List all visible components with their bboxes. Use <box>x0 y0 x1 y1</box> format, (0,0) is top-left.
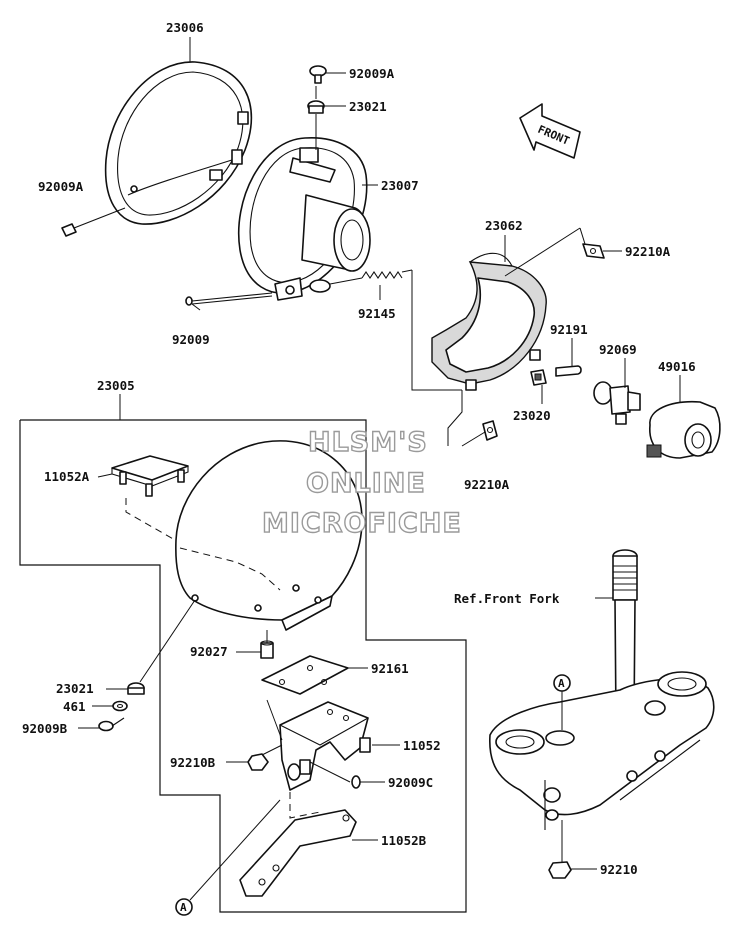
label-92161: 92161 <box>371 661 409 676</box>
label-461: 461 <box>63 699 86 714</box>
label-11052b: 11052B <box>381 833 427 848</box>
washer-92210a-bottom <box>482 420 498 441</box>
watermark-line-2: ONLINE <box>306 468 426 499</box>
watermark: HLSM'S ONLINE MICROFICHE <box>261 426 462 539</box>
front-direction-arrow: FRONT <box>519 103 581 159</box>
bracket-11052b <box>239 809 357 897</box>
nut-23021-top <box>307 100 325 114</box>
label-23006: 23006 <box>166 20 204 35</box>
label-92009a-left: 92009A <box>38 179 84 194</box>
label-23007: 23007 <box>381 178 419 193</box>
label-23020: 23020 <box>513 408 551 423</box>
label-92210b: 92210B <box>170 755 216 770</box>
label-92191: 92191 <box>550 322 588 337</box>
nut-23021-bottom <box>127 682 145 695</box>
label-49016: 49016 <box>658 359 696 374</box>
label-92210a-top: 92210A <box>625 244 671 259</box>
headlight-bracket-23062 <box>431 252 547 391</box>
pin-92191 <box>555 365 582 377</box>
lower-triple-clamp <box>489 671 715 830</box>
marker-a-right-label: A <box>558 677 565 690</box>
label-92069: 92069 <box>599 342 637 357</box>
collar-92027 <box>260 640 274 659</box>
spring-92145 <box>361 271 403 279</box>
label-23021-bottom: 23021 <box>56 681 94 696</box>
label-23021-top: 23021 <box>349 99 387 114</box>
grommet-23020 <box>530 369 547 386</box>
label-92009: 92009 <box>172 332 210 347</box>
label-92210: 92210 <box>600 862 638 877</box>
group-frame-23005 <box>19 394 467 913</box>
boot-49016 <box>646 400 721 459</box>
bulb-92069 <box>593 381 641 425</box>
label-92027: 92027 <box>190 644 228 659</box>
marker-a-left-label: A <box>180 901 187 914</box>
watermark-line-3: MICROFICHE <box>262 508 462 539</box>
watermark-line-1: HLSM'S <box>308 427 428 458</box>
screw-92009c <box>351 775 361 789</box>
nut-92210b <box>247 753 269 771</box>
label-23062: 23062 <box>485 218 523 233</box>
marker-a-left: A <box>175 898 193 916</box>
label-92009b: 92009B <box>22 721 68 736</box>
label-92145: 92145 <box>358 306 396 321</box>
label-23005: 23005 <box>97 378 135 393</box>
label-92009a-top: 92009A <box>349 66 395 81</box>
headlight-cover <box>175 440 363 631</box>
label-11052: 11052 <box>403 738 441 753</box>
screw-92009 <box>185 292 273 306</box>
washer-461 <box>112 700 128 712</box>
headlight-unit <box>238 137 371 301</box>
label-92210a-bottom: 92210A <box>464 477 510 492</box>
bracket-11052 <box>279 701 371 791</box>
headlight-rim <box>104 61 253 225</box>
screw-92009b <box>98 717 125 732</box>
nut-92210 <box>548 861 572 879</box>
screw-92009a-top <box>309 65 327 84</box>
label-11052a: 11052A <box>44 469 90 484</box>
screw-92009a-left <box>61 207 126 237</box>
plate-11052a <box>111 455 189 497</box>
marker-a-right: A <box>553 674 571 692</box>
washer-92210a-top <box>582 243 605 259</box>
label-92009c: 92009C <box>388 775 433 790</box>
label-ref-front-fork: Ref.Front Fork <box>454 591 560 606</box>
plate-92161 <box>261 655 349 695</box>
